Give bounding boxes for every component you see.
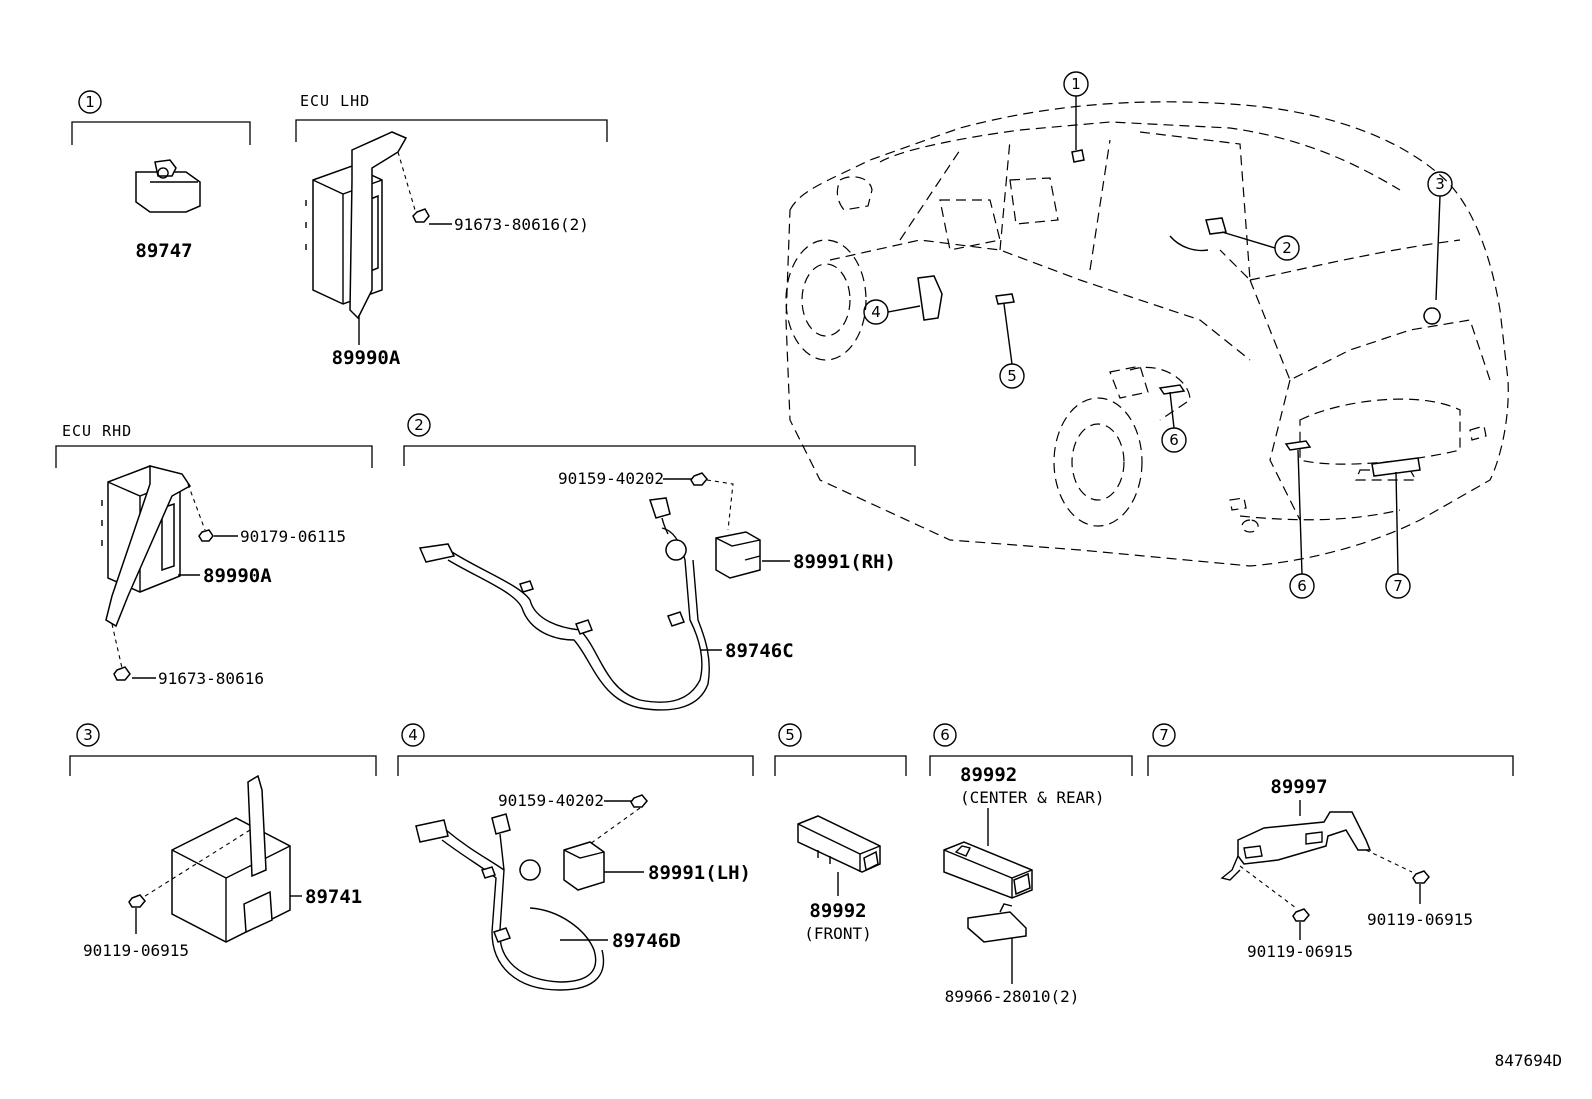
group-ecu-lhd: ECU LHD 91673-80616(2) 89990A — [295, 92, 608, 369]
group-2-number: 2 — [414, 416, 424, 434]
group-2: 2 90159-40202 89991(RH) 89746C — [403, 413, 916, 711]
part-89992-front-label: 89992 — [809, 900, 866, 922]
group-5-number: 5 — [785, 726, 795, 744]
diagram-id: 847694D — [1495, 1051, 1562, 1070]
group-7: 7 89997 90119-06915 90119-06915 — [1147, 723, 1514, 961]
antenna-89997-illustration — [1220, 811, 1430, 922]
car-callout-5: 5 — [999, 303, 1025, 389]
car-callout-2: 2 — [1221, 231, 1300, 261]
part-91673-80616-label: 91673-80616 — [158, 669, 264, 688]
antenna-89992-cr-illustration — [943, 841, 1033, 943]
car-callout-3: 3 — [1427, 171, 1453, 301]
ecu-rhd-header: ECU RHD — [62, 422, 132, 440]
group-1-marker — [78, 90, 102, 114]
group-3-bracket — [69, 755, 377, 776]
part-89746d-label: 89746D — [612, 930, 681, 952]
svg-text:3: 3 — [1435, 175, 1445, 193]
antenna-89992-front-illustration — [797, 815, 881, 873]
ecu-lhd-header: ECU LHD — [300, 92, 370, 110]
part-90119-06915-c-label: 90119-06915 — [1367, 910, 1473, 929]
car-callout-1: 1 — [1063, 71, 1089, 150]
ecu-lhd-illustration — [305, 131, 430, 320]
part-89997-label: 89997 — [1270, 776, 1327, 798]
part-89992-front-note: (FRONT) — [804, 924, 871, 943]
svg-text:6: 6 — [1169, 431, 1179, 449]
svg-text:6: 6 — [1297, 577, 1307, 595]
part-89992-cr-note: (CENTER & REAR) — [960, 788, 1105, 807]
car-callouts: 1 2 3 4 5 6 6 — [863, 71, 1453, 599]
part-90119-06915-a-label: 90119-06915 — [83, 941, 189, 960]
group-6: 6 89992 (CENTER & REAR) 89966-28010(2) — [929, 723, 1133, 1006]
group-3-number: 3 — [83, 726, 93, 744]
group-4-bracket — [397, 755, 754, 776]
group-5: 5 89992 (FRONT) — [774, 723, 907, 943]
group-3-marker — [76, 723, 100, 747]
group-1: 1 89747 — [71, 90, 251, 262]
group-6-bracket — [929, 755, 1133, 776]
group-ecu-rhd: ECU RHD 90179-06115 89990A 91673-80616 — [55, 422, 373, 688]
group-5-marker — [778, 723, 802, 747]
part-90119-06915-b-label: 90119-06915 — [1247, 942, 1353, 961]
harness-89746d-illustration — [415, 794, 648, 991]
module-89741-illustration — [128, 774, 291, 943]
part-91673-80616-2-label: 91673-80616(2) — [454, 215, 589, 234]
car-callout-4: 4 — [863, 299, 921, 325]
part-89991-rh-label: 89991(RH) — [793, 551, 896, 573]
part-90179-06115-label: 90179-06115 — [240, 527, 346, 546]
svg-text:5: 5 — [1007, 367, 1017, 385]
group-7-marker — [1152, 723, 1176, 747]
group-4-marker — [401, 723, 425, 747]
part-89741-label: 89741 — [305, 886, 362, 908]
svg-text:1: 1 — [1071, 75, 1081, 93]
part-89991-lh-label: 89991(LH) — [648, 862, 751, 884]
vehicle-illustration — [785, 101, 1509, 567]
group-1-number: 1 — [85, 93, 95, 111]
car-callout-6-rear: 6 — [1289, 449, 1315, 599]
harness-89746c-illustration — [418, 472, 761, 711]
group-3: 3 89741 90119-06915 — [69, 723, 377, 960]
group-7-number: 7 — [1159, 726, 1169, 744]
group-5-bracket — [774, 755, 907, 776]
svg-text:2: 2 — [1282, 239, 1292, 257]
group-2-bracket — [403, 445, 916, 466]
part-89992-cr-label: 89992 — [960, 764, 1017, 786]
group-7-bracket — [1147, 755, 1514, 776]
group-1-bracket — [71, 121, 251, 145]
group-4-number: 4 — [408, 726, 418, 744]
ecu-rhd-illustration — [101, 465, 214, 681]
part-90159-40202-a-label: 90159-40202 — [558, 469, 664, 488]
svg-text:4: 4 — [871, 303, 881, 321]
part-89747-label: 89747 — [135, 240, 192, 262]
part-89990a-rhd-label: 89990A — [203, 565, 272, 587]
group-6-marker — [933, 723, 957, 747]
part-89746c-label: 89746C — [725, 640, 794, 662]
part-89966-28010-2-label: 89966-28010(2) — [945, 987, 1080, 1006]
sensor-89747-illustration — [135, 159, 201, 213]
part-90159-40202-b-label: 90159-40202 — [498, 791, 604, 810]
group-2-marker — [407, 413, 431, 437]
car-callout-7: 7 — [1385, 471, 1411, 599]
ecu-rhd-bracket — [55, 445, 373, 468]
car-callout-6-side: 6 — [1161, 391, 1187, 453]
part-89990a-lhd-label: 89990A — [332, 347, 401, 369]
ecu-lhd-bracket — [295, 119, 608, 142]
svg-text:7: 7 — [1393, 577, 1403, 595]
group-6-number: 6 — [940, 726, 950, 744]
group-4: 4 90159-40202 89991(LH) 89746D — [397, 723, 754, 991]
